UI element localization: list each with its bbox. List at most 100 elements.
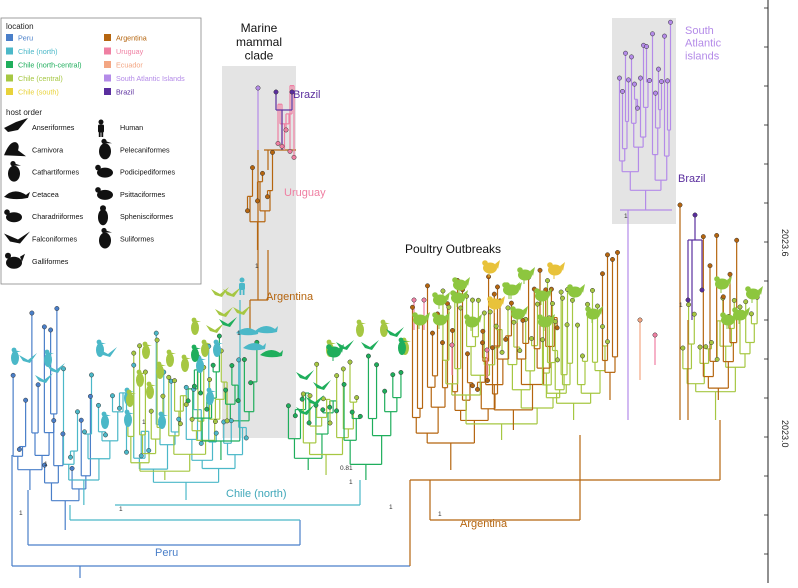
pelican-icon	[136, 369, 146, 387]
tip-marker	[241, 357, 247, 362]
tip-marker	[166, 374, 172, 380]
tip-marker	[450, 327, 455, 333]
tip-marker	[198, 390, 204, 396]
legend-host-entry: Podicipediformes	[95, 164, 176, 178]
legend-location-entry: Chile (north)	[6, 47, 58, 56]
bootstrap-value: 1	[19, 510, 23, 517]
tip-marker	[748, 311, 754, 317]
tip-marker	[291, 154, 297, 160]
dolphin-icon	[260, 349, 283, 358]
tip-marker	[131, 350, 137, 356]
legend-location-entry: Ecuador	[104, 61, 143, 70]
tip-marker	[255, 85, 261, 91]
tip-marker	[334, 373, 340, 379]
legend-host-label: Galliformes	[32, 257, 69, 266]
tip-marker	[248, 380, 254, 386]
tip-marker	[68, 454, 73, 460]
legend-swatch	[104, 61, 111, 68]
tip-marker	[117, 405, 122, 411]
tip-marker	[555, 357, 560, 363]
human-icon	[98, 119, 104, 137]
tip-marker	[470, 297, 475, 303]
tip-marker	[177, 421, 183, 427]
tip-marker	[520, 317, 526, 323]
time-axis: 2023.6 2023.0	[764, 0, 790, 583]
legend-location-label: Peru	[18, 34, 33, 43]
tip-marker	[495, 284, 500, 290]
legend-host-label: Cathartiformes	[32, 168, 80, 177]
tip-marker	[490, 345, 495, 351]
tip-marker	[365, 353, 371, 359]
tip-marker	[148, 408, 154, 414]
pelican-icon	[181, 354, 191, 372]
tip-marker	[743, 299, 749, 305]
legend-host-label: Falconiformes	[32, 235, 78, 244]
bootstrap-value: 1	[389, 504, 393, 511]
legend-location-title: location	[6, 22, 34, 31]
gull-icon	[361, 340, 379, 350]
legend-host-title: host order	[6, 108, 42, 117]
tip-marker	[475, 297, 481, 303]
pelican-icon	[380, 319, 390, 337]
tip-marker	[637, 317, 643, 323]
legend-location-label: South Atlantic Islands	[116, 74, 185, 83]
poultry-outbreaks-label: Poultry Outbreaks	[405, 242, 501, 256]
tip-marker	[320, 407, 326, 413]
legend-location-entry: Argentina	[104, 34, 147, 43]
legend-swatch	[6, 47, 13, 55]
tip-marker	[699, 287, 705, 293]
tip-marker	[10, 372, 16, 378]
legend-swatch	[104, 74, 111, 82]
pelican-icon	[166, 349, 176, 367]
tip-marker	[558, 289, 564, 295]
bootstrap-labels: 1 1 1 1 1 1 1 1 1 1 1 0.81	[19, 213, 683, 518]
legend-swatch	[6, 74, 13, 82]
penguin-icon	[98, 205, 108, 226]
tip-marker	[503, 336, 509, 342]
tip-marker	[411, 297, 417, 303]
tip-marker	[720, 294, 726, 300]
tip-marker	[61, 366, 66, 372]
tip-marker	[306, 420, 312, 426]
tip-marker	[580, 353, 585, 359]
tip-marker	[652, 332, 658, 338]
bootstrap-value: 1	[237, 330, 241, 337]
tip-marker	[535, 301, 540, 307]
tip-marker	[124, 449, 129, 455]
tip-marker	[484, 347, 490, 353]
tip-marker	[287, 148, 293, 154]
tip-marker	[600, 324, 605, 330]
tip-marker	[265, 194, 270, 200]
pelican-icon	[206, 387, 216, 405]
chicken-icon	[585, 306, 603, 323]
vulture-icon	[8, 161, 21, 182]
marine-clade-box	[222, 66, 296, 438]
pelican-icon	[156, 361, 166, 379]
tip-marker	[700, 234, 706, 240]
tip-marker	[410, 304, 415, 310]
axis-tick-label: 2023.0	[780, 420, 790, 448]
tip-marker	[731, 297, 737, 303]
tip-marker	[273, 89, 279, 95]
legend-host-label: Charadriiformes	[32, 212, 84, 221]
pelican-icon	[99, 138, 112, 160]
tip-marker	[620, 88, 625, 94]
tip-marker	[458, 305, 464, 311]
tip-marker	[554, 325, 560, 331]
tip-marker	[314, 361, 320, 367]
chicken-icon	[502, 282, 520, 299]
tip-marker	[714, 233, 720, 238]
tip-marker	[41, 324, 47, 330]
tip-marker	[349, 409, 355, 415]
tip-marker	[425, 283, 430, 289]
tip-marker	[650, 31, 655, 37]
parrot-icon	[95, 187, 113, 200]
tip-marker	[692, 212, 698, 218]
tip-marker	[270, 149, 275, 155]
tip-marker	[216, 333, 222, 339]
tip-marker	[714, 356, 720, 362]
cormorant-icon	[99, 227, 112, 249]
tip-marker	[605, 339, 610, 345]
argentina-marine-label: Argentina	[266, 291, 314, 303]
